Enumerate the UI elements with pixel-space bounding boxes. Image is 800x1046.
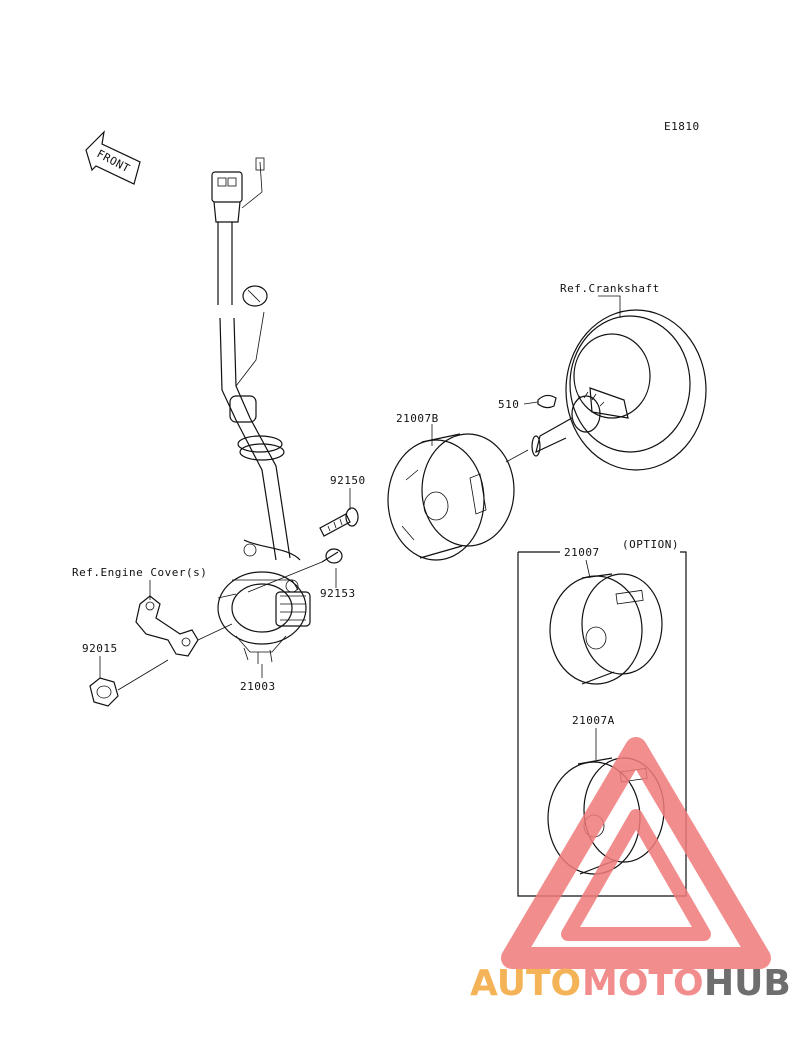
label-92015: 92015	[82, 642, 118, 655]
label-21003: 21003	[240, 680, 276, 693]
nut-92015	[89, 659, 169, 707]
label-92153: 92153	[320, 587, 356, 600]
label-21007: 21007	[564, 546, 600, 559]
label-510: 510	[498, 398, 519, 411]
label-option: (OPTION)	[622, 538, 679, 551]
front-arrow-label: FRONT	[95, 147, 133, 175]
bolt-92150	[319, 507, 359, 537]
label-21007A: 21007A	[572, 714, 615, 727]
watermark-hub: HUB	[704, 963, 791, 1004]
bolt-92153	[247, 548, 343, 593]
watermark-moto: MOTO	[582, 963, 704, 1004]
clamp-plate	[135, 595, 233, 657]
wiring-harness	[211, 157, 301, 561]
label-ref-crankshaft: Ref.Crankshaft	[560, 282, 660, 295]
watermark-auto: AUTO	[470, 963, 581, 1004]
key-510	[523, 394, 557, 409]
label-92150: 92150	[330, 474, 366, 487]
diagram-code: E1810	[664, 120, 700, 133]
crankshaft	[505, 309, 707, 471]
stator-21003	[217, 543, 311, 664]
rotor-21007	[549, 573, 663, 685]
label-ref-engine-cover: Ref.Engine Cover(s)	[72, 566, 207, 579]
leader-lines	[99, 295, 621, 760]
rotor-21007B	[387, 433, 515, 561]
watermark-logo: AUTO MOTO HUB	[470, 737, 791, 1004]
label-21007B: 21007B	[396, 412, 439, 425]
front-arrow-icon: FRONT	[85, 130, 141, 185]
